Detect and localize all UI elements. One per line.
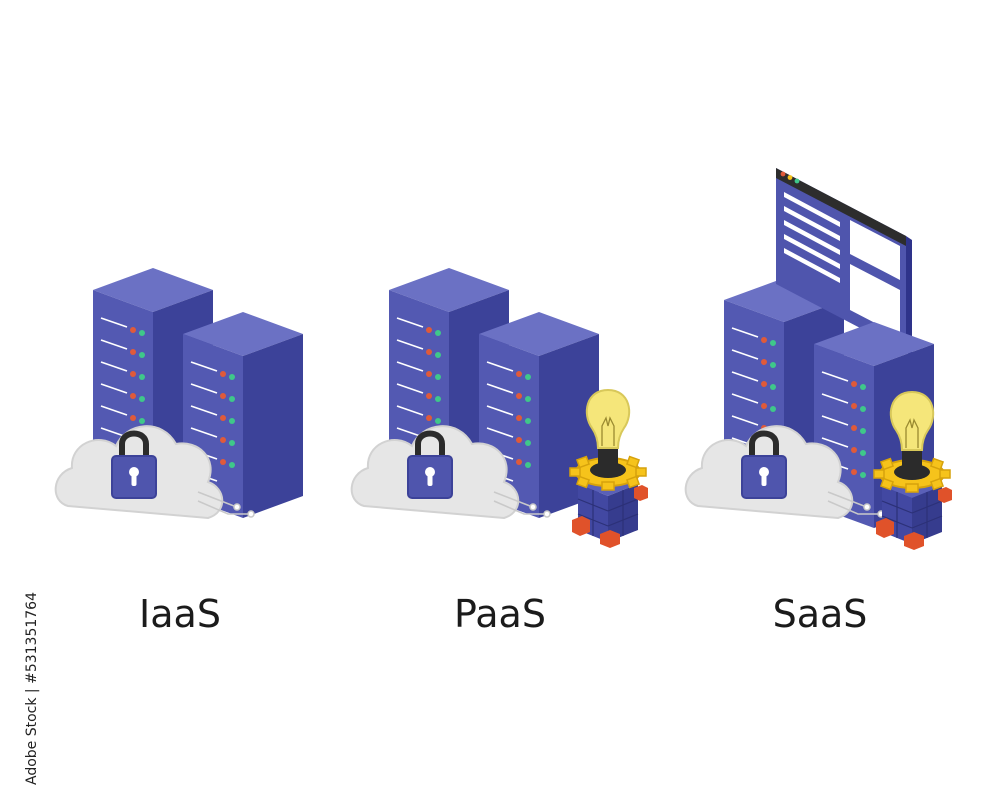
saas-illustration xyxy=(686,168,953,551)
iaas-illustration xyxy=(56,267,304,518)
paas-label: PaaS xyxy=(454,592,546,636)
iaas-label: IaaS xyxy=(139,592,221,636)
paas-illustration xyxy=(352,267,649,549)
stock-id-watermark: Adobe Stock | #531351764 xyxy=(0,570,40,800)
saas-label: SaaS xyxy=(772,592,868,636)
stock-id-text: Adobe Stock | #531351764 xyxy=(24,592,40,785)
